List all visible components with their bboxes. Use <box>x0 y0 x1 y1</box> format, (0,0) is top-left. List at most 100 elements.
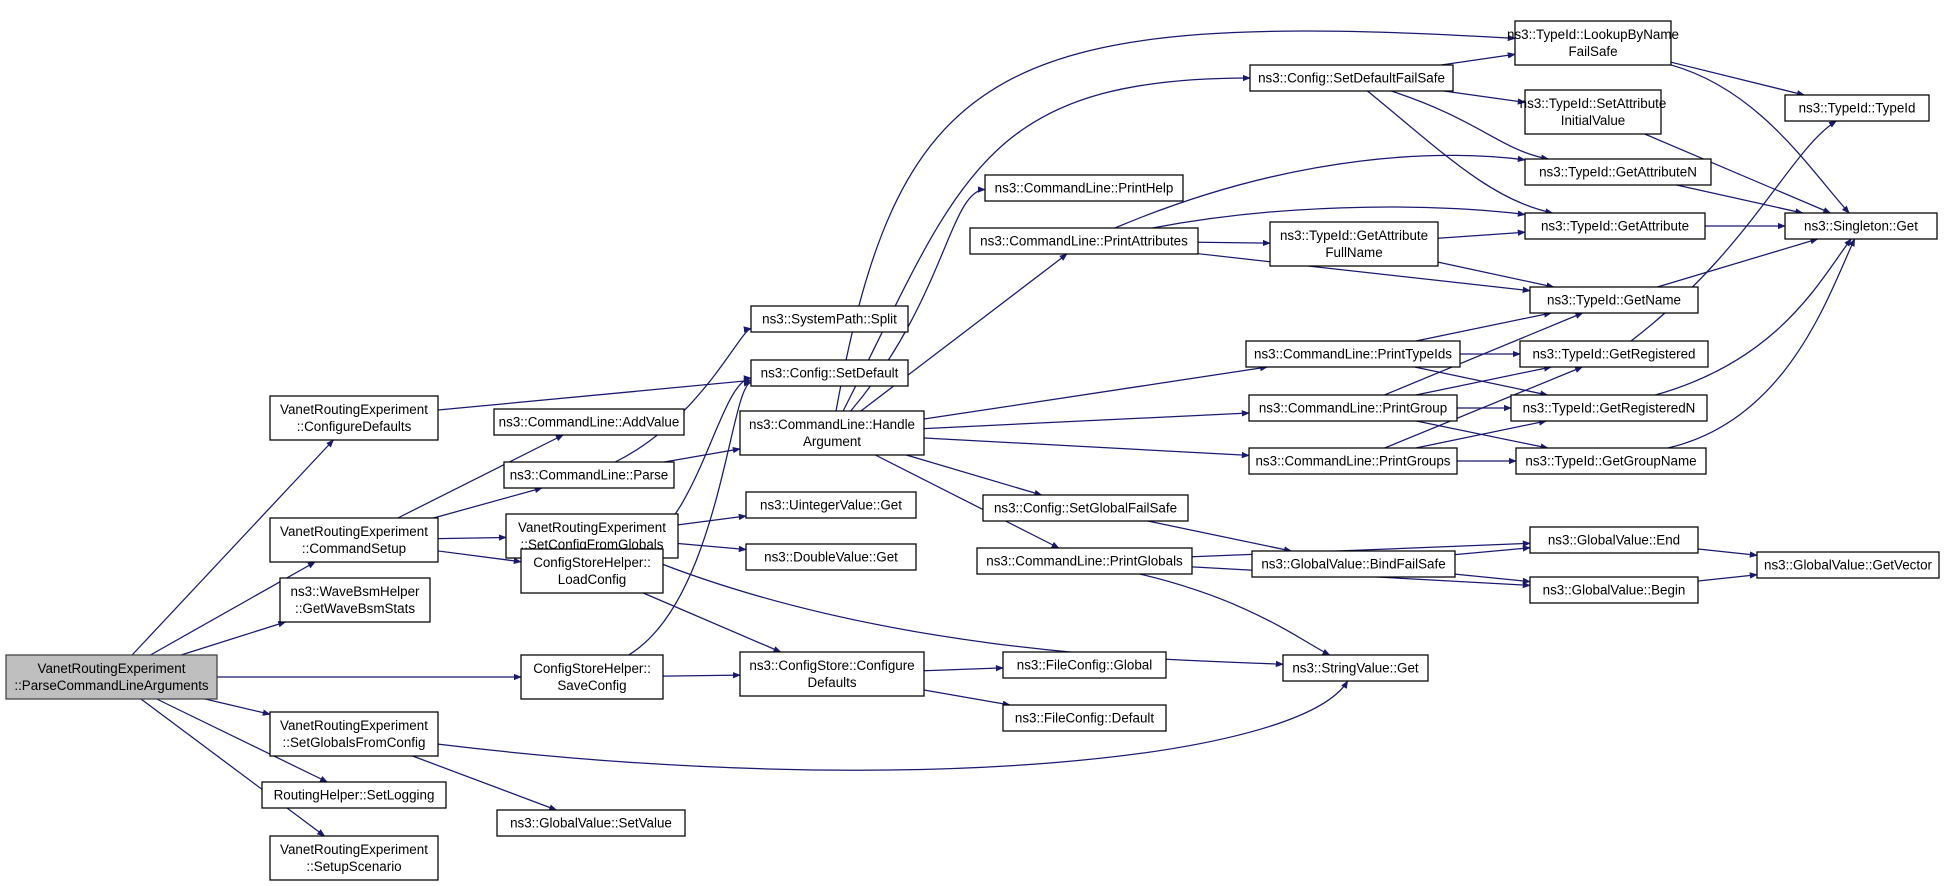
function-node-cl-print-help[interactable]: ns3::CommandLine::PrintHelp <box>984 174 1184 202</box>
node-label: ns3::CommandLine::PrintGroups <box>1255 454 1450 469</box>
node-box <box>269 517 439 563</box>
node-box <box>1269 221 1439 267</box>
function-node-config-set-default[interactable]: ns3::Config::SetDefault <box>750 359 909 387</box>
function-node-command-setup[interactable]: VanetRoutingExperiment::CommandSetup <box>269 517 439 563</box>
call-edge <box>1139 573 1331 656</box>
node-box <box>1251 550 1456 578</box>
function-node-cl-print-attributes[interactable]: ns3::CommandLine::PrintAttributes <box>969 227 1199 255</box>
call-edge <box>1197 239 1271 247</box>
node-box <box>1002 704 1167 732</box>
node-label: ns3::GlobalValue::BindFailSafe <box>1261 557 1445 572</box>
node-label: SaveConfig <box>557 678 626 693</box>
node-box <box>1245 340 1461 368</box>
function-node-cl-parse[interactable]: ns3::CommandLine::Parse <box>503 461 675 489</box>
node-label: ::ParseCommandLineArguments <box>14 678 209 693</box>
node-label: ::CommandSetup <box>302 541 406 556</box>
function-node-config-set-global-failsafe[interactable]: ns3::Config::SetGlobalFailSafe <box>982 494 1189 522</box>
function-node-gv-begin[interactable]: ns3::GlobalValue::Begin <box>1529 576 1699 604</box>
function-node-typeid-get-name[interactable]: ns3::TypeId::GetName <box>1529 286 1699 314</box>
function-node-typeid-get-attribute-n[interactable]: ns3::TypeId::GetAttributeN <box>1524 158 1712 186</box>
function-node-typeid-typeid[interactable]: ns3::TypeId::TypeId <box>1784 94 1930 122</box>
node-box <box>969 227 1199 255</box>
node-box <box>745 543 917 571</box>
node-box <box>269 395 439 441</box>
call-edge <box>1415 365 1552 396</box>
node-label: ns3::Config::SetDefaultFailSafe <box>1258 71 1445 86</box>
node-label: FullName <box>1325 245 1382 260</box>
node-box <box>1784 212 1938 240</box>
call-edge <box>1644 133 1832 214</box>
function-node-double-get[interactable]: ns3::DoubleValue::Get <box>745 543 917 571</box>
node-box <box>1524 212 1706 240</box>
node-box <box>750 359 909 387</box>
node-box <box>269 835 439 881</box>
call-edge <box>1197 253 1531 294</box>
function-node-fileconfig-global[interactable]: ns3::FileConfig::Global <box>1002 651 1167 679</box>
function-node-setup-scenario[interactable]: VanetRoutingExperiment::SetupScenario <box>269 835 439 881</box>
call-edge <box>1384 312 1584 396</box>
node-label: ns3::TypeId::SetAttribute <box>1520 96 1667 111</box>
function-node-config-set-default-failsafe[interactable]: ns3::Config::SetDefaultFailSafe <box>1249 64 1454 92</box>
function-node-fileconfig-default[interactable]: ns3::FileConfig::Default <box>1002 704 1167 732</box>
node-box <box>503 461 675 489</box>
node-label: FailSafe <box>1568 44 1617 59</box>
function-node-cl-print-group[interactable]: ns3::CommandLine::PrintGroup <box>1248 394 1458 422</box>
function-node-gv-set-value[interactable]: ns3::GlobalValue::SetValue <box>496 809 686 837</box>
node-label: ns3::CommandLine::AddValue <box>499 415 680 430</box>
call-edge <box>614 326 752 463</box>
function-node-stringvalue-get[interactable]: ns3::StringValue::Get <box>1282 654 1429 682</box>
function-node-wave-bsm-stats[interactable]: ns3::WaveBsmHelper::GetWaveBsmStats <box>279 577 431 623</box>
node-label: VanetRoutingExperiment <box>280 718 428 733</box>
function-node-gv-bind-failsafe[interactable]: ns3::GlobalValue::BindFailSafe <box>1251 550 1456 578</box>
function-node-cl-print-typeids[interactable]: ns3::CommandLine::PrintTypeIds <box>1245 340 1461 368</box>
function-node-configure-defaults[interactable]: VanetRoutingExperiment::ConfigureDefault… <box>269 395 439 441</box>
call-edge <box>1147 520 1293 553</box>
node-box <box>520 548 664 594</box>
function-node-cs-load-config[interactable]: ConfigStoreHelper::LoadConfig <box>520 548 664 594</box>
node-box <box>1524 89 1662 135</box>
function-node-cs-save-config[interactable]: ConfigStoreHelper::SaveConfig <box>520 654 664 700</box>
call-edge <box>1676 184 1804 215</box>
function-node-cl-add-value[interactable]: ns3::CommandLine::AddValue <box>493 408 685 436</box>
call-edge <box>1114 154 1526 229</box>
node-box <box>1784 94 1930 122</box>
call-edge <box>180 621 287 656</box>
function-node-cl-print-globals[interactable]: ns3::CommandLine::PrintGlobals <box>976 547 1193 575</box>
node-label: ns3::TypeId::GetAttribute <box>1541 219 1689 234</box>
node-label: ns3::TypeId::GetGroupName <box>1525 454 1696 469</box>
function-node-cl-print-groups[interactable]: ns3::CommandLine::PrintGroups <box>1248 447 1458 475</box>
node-box <box>739 410 925 456</box>
node-label: ns3::UintegerValue::Get <box>760 498 902 513</box>
function-node-gv-end[interactable]: ns3::GlobalValue::End <box>1529 526 1699 554</box>
call-edge <box>1415 311 1552 342</box>
node-box <box>1756 551 1940 579</box>
function-node-singleton-get[interactable]: ns3::Singleton::Get <box>1784 212 1938 240</box>
node-label: VanetRoutingExperiment <box>518 520 666 535</box>
function-node-typeid-get-registered[interactable]: ns3::TypeId::GetRegistered <box>1519 340 1709 368</box>
call-edge <box>677 542 747 553</box>
call-edge <box>437 377 752 411</box>
node-label: ns3::TypeId::GetAttribute <box>1280 228 1428 243</box>
function-node-gv-get-vector[interactable]: ns3::GlobalValue::GetVector <box>1756 551 1940 579</box>
node-label: ns3::TypeId::LookupByName <box>1507 27 1679 42</box>
function-node-typeid-get-group-name[interactable]: ns3::TypeId::GetGroupName <box>1515 447 1707 475</box>
function-node-routing-set-logging[interactable]: RoutingHelper::SetLogging <box>261 781 447 809</box>
function-node-typeid-get-attribute[interactable]: ns3::TypeId::GetAttribute <box>1524 212 1706 240</box>
function-node-parse-args[interactable]: VanetRoutingExperiment::ParseCommandLine… <box>5 654 218 700</box>
node-box <box>976 547 1193 575</box>
function-node-configstore-configure-defaults[interactable]: ns3::ConfigStore::ConfigureDefaults <box>739 651 925 697</box>
call-edge <box>875 454 1060 549</box>
node-label: ns3::CommandLine::PrintTypeIds <box>1254 347 1452 362</box>
function-node-typeid-get-registered-n[interactable]: ns3::TypeId::GetRegisteredN <box>1510 394 1708 422</box>
node-label: ns3::Config::SetDefault <box>761 366 899 381</box>
node-box <box>982 494 1189 522</box>
function-node-uinteger-get[interactable]: ns3::UintegerValue::Get <box>745 491 917 519</box>
node-label: ns3::FileConfig::Default <box>1015 711 1154 726</box>
function-node-syspath-split[interactable]: ns3::SystemPath::Split <box>750 305 909 333</box>
node-label: Argument <box>803 434 861 449</box>
function-node-set-globals-from-config[interactable]: VanetRoutingExperiment::SetGlobalsFromCo… <box>269 711 439 757</box>
